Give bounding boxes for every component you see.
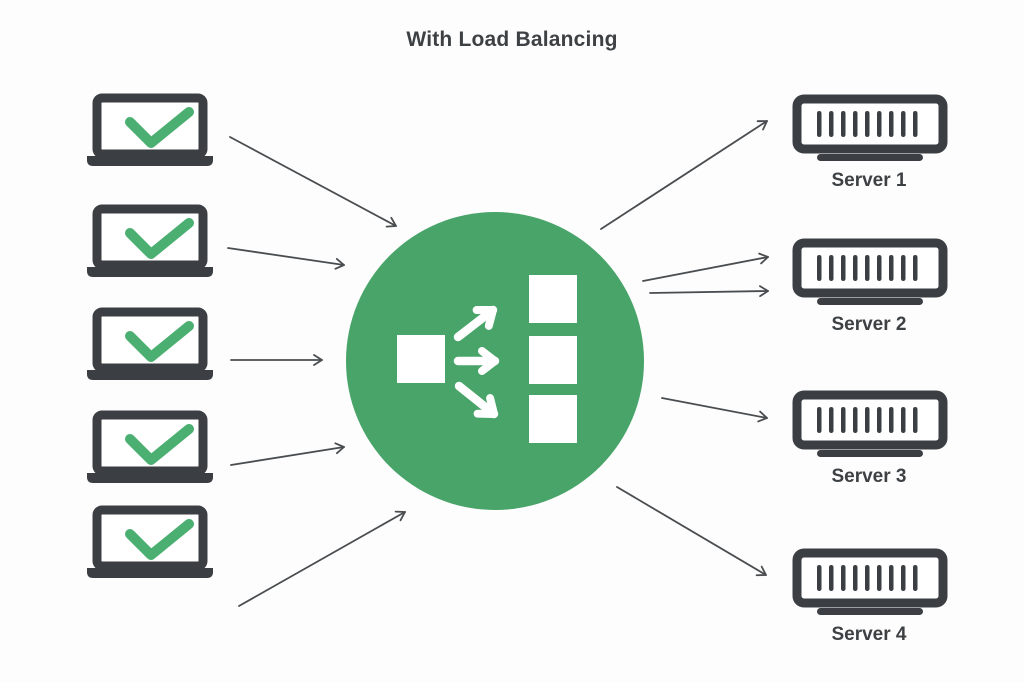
client-laptop-1 [85, 92, 215, 170]
load-balancer-distribution-icon [346, 212, 644, 510]
server-group-4: Server 4 [789, 546, 949, 646]
laptop-check-icon [87, 410, 213, 483]
server-icon [792, 548, 948, 615]
balancer-input-node [397, 335, 445, 383]
server-vents [817, 407, 918, 433]
check-icon [125, 218, 194, 259]
arrow-balancer-to-server2-a [642, 252, 769, 282]
server-icon [792, 390, 948, 457]
client-laptop-5 [85, 504, 215, 582]
balancer-output-node-3 [529, 395, 577, 443]
arrow-balancer-to-server2-b [649, 285, 769, 298]
arrow-balancer-to-server1 [600, 120, 768, 230]
balancer-output-node-1 [529, 275, 577, 323]
server-vents [817, 565, 918, 591]
server-chassis [792, 238, 948, 298]
server-label-3: Server 3 [831, 466, 907, 487]
server-group-2: Server 2 [789, 236, 949, 336]
balancer-output-node-2 [529, 336, 577, 384]
server-base [817, 450, 923, 457]
laptop-base [87, 370, 213, 380]
check-icon [125, 107, 194, 148]
laptop-check-icon [87, 307, 213, 380]
diagram-title: With Load Balancing [406, 28, 618, 51]
arrow-client1-to-balancer [229, 136, 397, 228]
laptop-check-icon [87, 93, 213, 166]
arrow-client5-to-balancer [238, 510, 406, 607]
balancer-arrow-down [454, 381, 499, 419]
check-icon [125, 424, 194, 465]
server-chassis [792, 94, 948, 154]
server-label-1: Server 1 [831, 170, 907, 191]
arrow-balancer-to-server4 [616, 486, 767, 577]
server-vents [817, 111, 918, 137]
arrow-balancer-to-server3 [661, 397, 768, 423]
laptop-check-icon [87, 204, 213, 277]
laptop-screen [92, 93, 208, 159]
client-laptop-4 [85, 409, 215, 487]
laptop-screen [92, 505, 208, 571]
server-chassis [792, 390, 948, 450]
laptop-check-icon [87, 505, 213, 578]
arrow-client4-to-balancer [230, 442, 345, 466]
laptop-screen [92, 307, 208, 373]
client-laptop-2 [85, 203, 215, 281]
server-base [817, 298, 923, 305]
client-laptop-3 [85, 306, 215, 384]
check-icon [125, 321, 194, 362]
balancer-arrow-up [453, 305, 498, 342]
arrow-client2-to-balancer [227, 247, 345, 270]
laptop-screen [92, 204, 208, 270]
server-group-1: Server 1 [789, 92, 949, 192]
server-chassis [792, 548, 948, 608]
server-icon [792, 94, 948, 161]
laptop-base [87, 267, 213, 277]
laptop-base [87, 156, 213, 166]
server-label-2: Server 2 [831, 314, 907, 335]
server-base [817, 608, 923, 615]
server-base [817, 154, 923, 161]
server-icon [792, 238, 948, 305]
server-vents [817, 255, 918, 281]
check-icon [125, 519, 194, 560]
server-group-3: Server 3 [789, 388, 949, 488]
laptop-screen [92, 410, 208, 476]
server-label-4: Server 4 [831, 624, 907, 645]
laptop-base [87, 473, 213, 483]
load-balancer [345, 211, 645, 511]
laptop-base [87, 568, 213, 578]
